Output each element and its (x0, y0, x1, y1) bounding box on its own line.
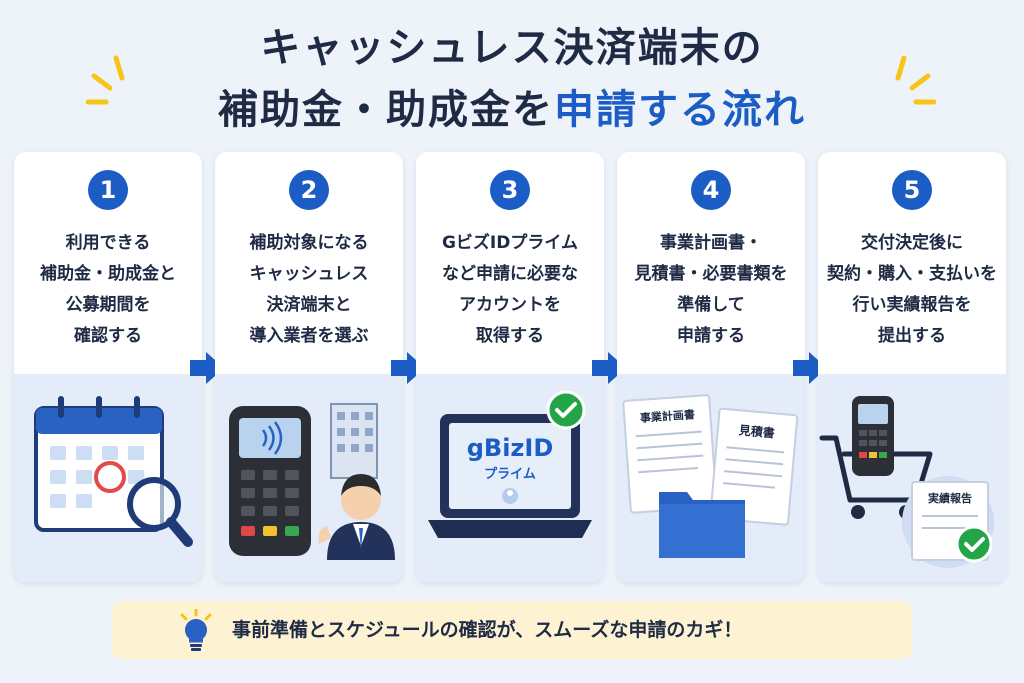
cart-report-icon: 実績報告 (819, 396, 994, 568)
spark-right-icon (895, 55, 936, 105)
step-description: 利用できる 補助金・助成金と 公募期間を 確認する (20, 228, 196, 352)
step-card-3: 3 GビズIDプライム など申請に必要な アカウントを 取得する gBizID … (416, 152, 604, 582)
title-line-2-main: 補助金・助成金を (218, 87, 554, 133)
calendar-search-icon (34, 396, 193, 547)
step-description: 事業計画書・ 見積書・必要書類を 準備して 申請する (623, 228, 799, 352)
lightbulb-icon (180, 609, 212, 651)
step-text-line: 交付決定後に (861, 233, 963, 253)
title-line-2: 補助金・助成金を申請する流れ (0, 84, 1024, 136)
step-text-line: アカウントを (459, 295, 561, 315)
tip-banner: 事前準備とスケジュールの確認が、スムーズな申請のカギ！ (112, 601, 912, 659)
arrow-right-icon (190, 352, 224, 384)
spark-left-icon (86, 55, 125, 105)
step-text-line: 公募期間を (65, 295, 151, 315)
doc-estimate-label: 見積書 (737, 422, 775, 440)
step-text-line: 補助対象になる (249, 233, 369, 253)
step-card-4: 4 事業計画書・ 見積書・必要書類を 準備して 申請する 事業計画書 見積書 (617, 152, 805, 582)
step-text-line: 事業計画書・ (660, 233, 762, 253)
doc-report-label: 実績報告 (928, 491, 972, 505)
tip-text: 事前準備とスケジュールの確認が、スムーズな申請のカギ！ (232, 619, 743, 641)
step-text-line: 確認する (74, 326, 142, 346)
step-description: 交付決定後に 契約・購入・支払いを 行い実績報告を 提出する (824, 228, 1000, 352)
payment-terminal-icon (229, 403, 395, 560)
step-text-line: 提出する (878, 326, 946, 346)
step-text-line: 取得する (476, 326, 544, 346)
arrow-right-icon (793, 352, 827, 384)
step-illustration: 事業計画書 見積書 (617, 374, 805, 582)
step-illustration (215, 374, 403, 582)
step-number-badge: 1 (88, 170, 128, 210)
step-text-line: 準備して (677, 295, 745, 315)
step-text-line: GビズIDプライム (441, 233, 579, 253)
step-description: 補助対象になる キャッシュレス 決済端末と 導入業者を選ぶ (221, 228, 397, 352)
screen-brand-text: gBizID (467, 434, 554, 462)
screen-sub-text: プライム (484, 467, 536, 482)
step-card-5: 5 交付決定後に 契約・購入・支払いを 行い実績報告を 提出する 実績報告 (818, 152, 1006, 582)
step-illustration: gBizID プライム (416, 374, 604, 582)
laptop-account-icon: gBizID プライム (428, 390, 592, 538)
step-number-badge: 3 (490, 170, 530, 210)
step-number-badge: 5 (892, 170, 932, 210)
step-illustration: 実績報告 (818, 374, 1006, 582)
step-card-2: 2 補助対象になる キャッシュレス 決済端末と 導入業者を選ぶ (215, 152, 403, 582)
doc-plan-label: 事業計画書 (639, 407, 695, 425)
step-description: GビズIDプライム など申請に必要な アカウントを 取得する (422, 228, 598, 352)
step-text-line: など申請に必要な (442, 264, 578, 284)
step-illustration (14, 374, 202, 582)
title-line-2-accent: 申請する流れ (554, 87, 806, 133)
arrow-right-icon (391, 352, 425, 384)
page-title: キャッシュレス決済端末の 補助金・助成金を申請する流れ (0, 22, 1024, 136)
step-text-line: 決済端末と (266, 295, 352, 315)
step-number-badge: 2 (289, 170, 329, 210)
step-text-line: 導入業者を選ぶ (249, 326, 369, 346)
step-card-1: 1 利用できる 補助金・助成金と 公募期間を 確認する (14, 152, 202, 582)
step-text-line: 行い実績報告を (852, 295, 972, 315)
step-text-line: 利用できる (65, 233, 151, 253)
arrow-right-icon (592, 352, 626, 384)
title-line-1: キャッシュレス決済端末の (260, 25, 764, 71)
step-number-badge: 4 (691, 170, 731, 210)
step-text-line: キャッシュレス (249, 264, 369, 284)
step-text-line: 契約・購入・支払いを (827, 264, 997, 284)
documents-folder-icon: 事業計画書 見積書 (622, 394, 799, 558)
step-text-line: 申請する (677, 326, 745, 346)
step-text-line: 見積書・必要書類を (634, 264, 788, 284)
step-text-line: 補助金・助成金と (40, 264, 176, 284)
